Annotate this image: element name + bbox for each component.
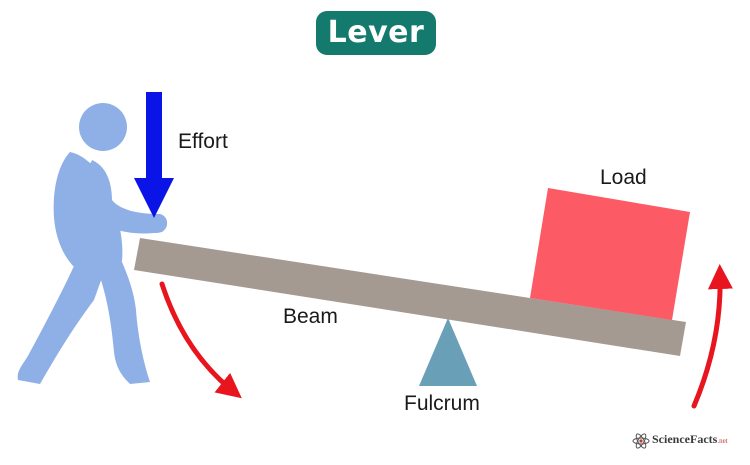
curved-arrow-up-icon bbox=[691, 264, 733, 409]
beam-label: Beam bbox=[283, 305, 338, 328]
curved-arrow-down-icon bbox=[159, 281, 242, 399]
person-front-arm bbox=[86, 160, 168, 234]
fulcrum-label: Fulcrum bbox=[404, 392, 480, 415]
watermark: ScienceFacts.net bbox=[652, 432, 728, 447]
watermark-brand: ScienceFacts bbox=[652, 432, 718, 446]
beam bbox=[134, 238, 686, 356]
diagram-title: Lever bbox=[327, 15, 425, 50]
person-figure bbox=[17, 103, 168, 384]
person-front-leg bbox=[96, 262, 150, 384]
person-head bbox=[79, 103, 127, 151]
effort-label: Effort bbox=[178, 130, 228, 153]
fulcrum-triangle bbox=[419, 318, 477, 386]
load-label: Load bbox=[600, 166, 647, 189]
atom-icon bbox=[632, 433, 650, 449]
person-hand bbox=[145, 215, 167, 233]
person-back-leg bbox=[17, 266, 105, 384]
down-arrow-icon bbox=[134, 92, 174, 218]
load-block bbox=[530, 188, 690, 320]
title-badge bbox=[316, 11, 436, 55]
watermark-suffix: .net bbox=[717, 437, 728, 445]
